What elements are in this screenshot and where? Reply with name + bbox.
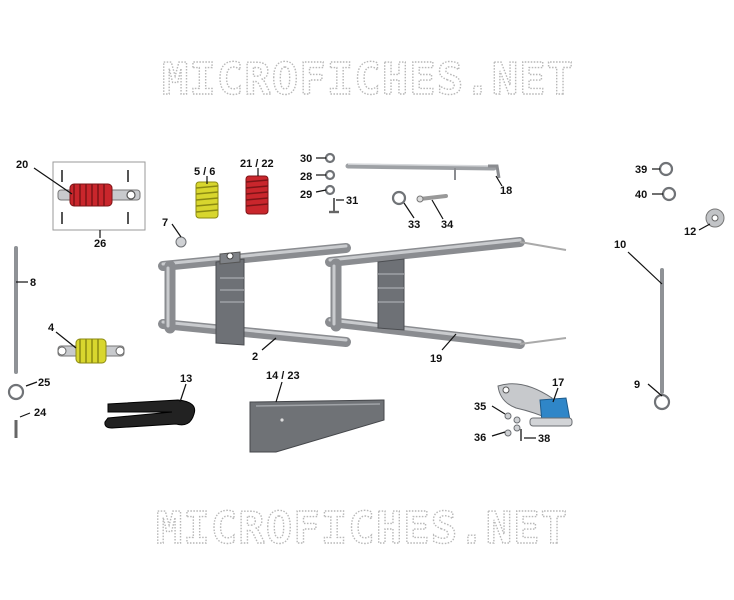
label-10: 10 [614, 239, 626, 251]
label-18: 18 [500, 185, 512, 197]
part-17-bracket[interactable] [497, 383, 573, 427]
label-34: 34 [441, 219, 454, 231]
label-35: 35 [474, 401, 486, 413]
part-28-washer[interactable] [324, 169, 336, 181]
part-35-washer-b[interactable] [513, 416, 521, 424]
watermark-top: MICROFICHES.NET [162, 54, 574, 105]
label-40: 40 [635, 189, 647, 201]
part-18-axle-rod[interactable] [345, 163, 501, 180]
part-12-cam-plate[interactable] [705, 208, 725, 228]
label-33: 33 [408, 219, 420, 231]
label-5-6: 5 / 6 [194, 166, 215, 178]
part-35-washer[interactable] [504, 412, 512, 420]
label-21-22: 21 / 22 [240, 158, 274, 170]
label-26: 26 [94, 238, 106, 250]
part-labels: 20 26 5 / 6 21 / 22 7 30 28 29 31 33 34 … [16, 153, 696, 445]
label-29: 29 [300, 189, 312, 201]
part-30-washer[interactable] [324, 152, 336, 164]
label-13: 13 [180, 373, 192, 385]
part-13-chain-guide[interactable] [104, 399, 196, 429]
label-14-23: 14 / 23 [266, 370, 300, 382]
part-4-shock-yellow[interactable] [57, 338, 125, 364]
part-33-ring[interactable] [391, 190, 407, 206]
part-2-swing-arm[interactable] [158, 243, 351, 347]
part-25-ring[interactable] [7, 383, 25, 401]
label-8: 8 [30, 277, 36, 289]
part-26-shock-kit[interactable] [52, 161, 146, 231]
label-31: 31 [346, 195, 358, 207]
label-30: 30 [300, 153, 312, 165]
part-40-ring[interactable] [661, 186, 677, 202]
part-34-pin[interactable] [416, 194, 448, 203]
part-31-bolt[interactable] [329, 198, 339, 214]
label-36: 36 [474, 432, 486, 444]
part-19-swing-arm[interactable] [325, 237, 567, 349]
label-25: 25 [38, 377, 50, 389]
label-38: 38 [538, 433, 550, 445]
part-36-washer-b[interactable] [513, 424, 521, 432]
label-2: 2 [252, 351, 258, 363]
part-29-washer[interactable] [324, 184, 336, 196]
label-9: 9 [634, 379, 640, 391]
part-9-ring[interactable] [653, 393, 671, 411]
label-7: 7 [162, 217, 168, 229]
label-19: 19 [430, 353, 442, 365]
part-5-6-spring-yellow[interactable] [195, 181, 219, 219]
part-20-shock-spring-red[interactable] [69, 183, 113, 207]
part-14-23-skid-plate[interactable] [249, 399, 385, 453]
label-39: 39 [635, 164, 647, 176]
watermark-bottom: MICROFICHES.NET [156, 503, 568, 554]
label-17: 17 [552, 377, 564, 389]
label-4: 4 [48, 322, 55, 334]
label-24: 24 [34, 407, 47, 419]
part-7-bushing[interactable] [175, 236, 187, 248]
part-21-22-spring-red[interactable] [245, 175, 269, 215]
part-36-washer[interactable] [504, 429, 512, 437]
part-39-ring[interactable] [658, 161, 674, 177]
label-28: 28 [300, 171, 312, 183]
label-12: 12 [684, 226, 696, 238]
leader-lines [16, 157, 711, 439]
label-20: 20 [16, 159, 28, 171]
